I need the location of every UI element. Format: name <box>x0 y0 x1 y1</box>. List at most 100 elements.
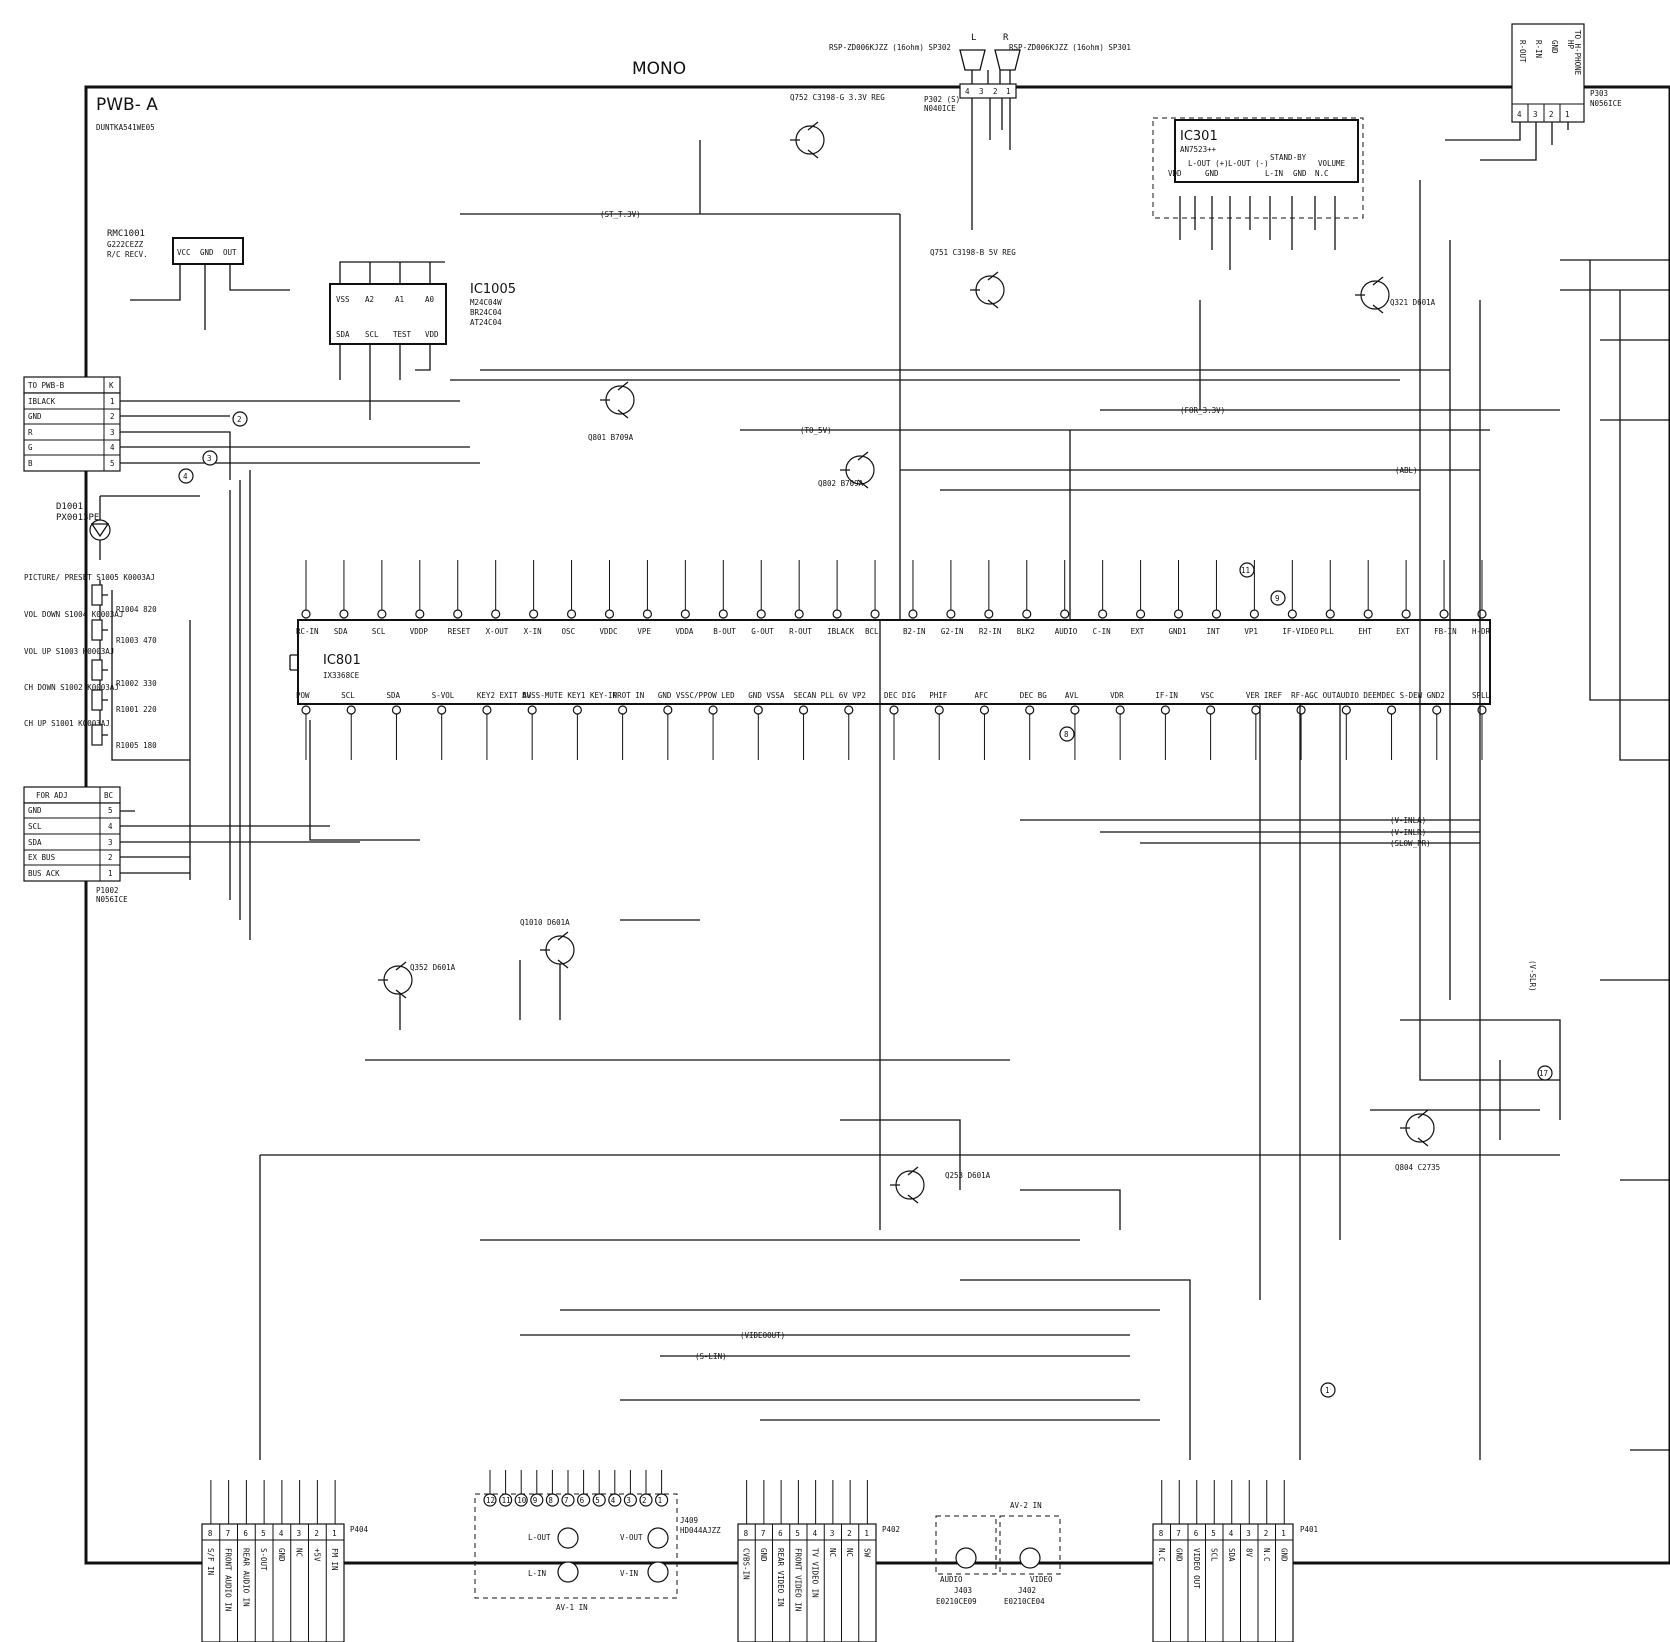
circle-markers: 1 2 3 4 8 9 11 17 <box>178 411 1553 1398</box>
net-abl: (ABL) <box>1395 466 1418 475</box>
ic801-bottom-pin-label: VDR <box>1110 691 1124 700</box>
adj-row-4-n: 2 <box>108 853 113 862</box>
key-4: CH DOWN S1002 K0003AJ <box>24 683 119 692</box>
ic801-bottom-pin-label: VSC <box>1201 691 1215 700</box>
adj-row-1-n: 5 <box>108 806 113 815</box>
ic801-bottom-pin-label: IF-IN <box>1155 691 1178 700</box>
ic801-bottom-pin-label: AUDIO DEEM <box>1336 691 1382 700</box>
av-pin-number: 4 <box>611 1496 616 1505</box>
ic801-top-pin <box>301 609 311 619</box>
adj-row-2-n: 4 <box>108 822 113 831</box>
p401-pin-number: 7 <box>1176 1529 1181 1538</box>
p401-pin-number: 5 <box>1211 1529 1216 1538</box>
p402-pin-label: NC <box>845 1548 854 1557</box>
ic801-top-pin-label: FB-IN <box>1434 627 1457 636</box>
p404-pin-label: S-OUT <box>259 1548 268 1571</box>
ic801-bottom-pin-label: KEY1 KEY-IN <box>567 691 617 700</box>
key-switches: PICTURE/ PRESET S1005 K0003AJ R1004 820 … <box>24 573 190 761</box>
ic801-top-pin-label: GND1 <box>1169 627 1187 636</box>
ic801-bottom-pin-label: GND2 <box>1427 691 1445 700</box>
ic801-top-pin-label: IF-VIDEO <box>1282 627 1319 636</box>
speaker-left-label: L <box>971 33 976 43</box>
ic801-bottom-pin <box>1115 705 1125 715</box>
p401-pin-number: 8 <box>1159 1529 1164 1538</box>
hphone-conn-part: N056ICE <box>1590 99 1622 108</box>
ic801-top-pin-label: VDDC <box>599 627 617 636</box>
adj-row-1: GND <box>28 806 42 815</box>
ic801-top-pin-label: EHT <box>1358 627 1372 636</box>
q352-label: Q352 D601A <box>410 963 456 972</box>
ic801-top-pin <box>491 609 501 619</box>
pwb-b-row-1: IBLACK <box>28 397 56 406</box>
ic1005-pin-vss: VSS <box>336 295 350 304</box>
ic801-top-pin <box>680 609 690 619</box>
transistor-q804: Q804 C2735 <box>1395 1109 1440 1172</box>
key-4-r: R1001 220 <box>116 705 157 714</box>
ic801-bottom-pin-label: POW LED <box>703 691 735 700</box>
ic801-top-pin <box>870 609 880 619</box>
marker-1: 1 <box>1325 1386 1330 1395</box>
p404-pin-number: 7 <box>226 1529 231 1538</box>
p402-pin-label: REAR VIDEO IN <box>776 1548 785 1607</box>
ic801-top-pin <box>1287 609 1297 619</box>
p401-pin-label: GND <box>1279 1548 1288 1562</box>
av-pin-number: 6 <box>580 1496 585 1505</box>
ic801-bottom-pin <box>618 705 628 715</box>
jack-l-out <box>557 1527 579 1549</box>
speaker-conn-part: N040ICE <box>924 104 956 113</box>
ic301-pin-standby: STAND-BY <box>1270 153 1307 162</box>
ic801-top-pin <box>566 609 577 619</box>
q804-label: Q804 C2735 <box>1395 1163 1440 1172</box>
p404-pin-label: +5V <box>312 1548 321 1562</box>
ic801-bottom-pin <box>663 705 673 715</box>
ic801-bottom-pin-label: PROT IN <box>613 691 645 700</box>
ic801-top-pin <box>1363 609 1373 619</box>
key-3-r: R1002 330 <box>116 679 157 688</box>
pwb-b-row-3-n: 3 <box>110 428 115 437</box>
av-jack-4: V-IN <box>620 1569 638 1578</box>
j403-name: AUDIO <box>940 1575 963 1584</box>
ic801-bottom-pin <box>844 705 854 715</box>
pwb-b-row-1-n: 1 <box>110 397 115 406</box>
key-5-r: R1005 180 <box>116 741 157 750</box>
p402-pin-number: 5 <box>795 1529 800 1538</box>
j403-ref: J403 <box>954 1586 972 1595</box>
ic801-bottom-pin <box>753 705 763 715</box>
av-pin-number: 11 <box>502 1496 511 1505</box>
ic801-top-pin-label: B2-IN <box>903 627 926 636</box>
speaker-left-part: RSP-ZD006KJZZ (16ohm) SP302 <box>829 43 951 52</box>
ic301-pin-gnd: GND <box>1205 169 1219 178</box>
ic801-top-pin <box>1060 609 1070 619</box>
p404-pin-number: 4 <box>279 1529 284 1538</box>
pwb-b-row-5-n: 5 <box>110 459 115 468</box>
title-mono: MONO <box>632 59 686 79</box>
adj-col: BC <box>104 791 113 800</box>
p401-pin-label: N.C <box>1262 1548 1271 1562</box>
hphone-num-4: 1 <box>1565 110 1570 119</box>
key-2-r: R1003 470 <box>116 636 157 645</box>
p401-pin-label: 8V <box>1244 1548 1253 1558</box>
ic801-bottom-pin <box>708 705 718 715</box>
ic801-bottom-pin-label: GND VSSC/P <box>658 691 704 700</box>
ic801-top-pin <box>984 609 994 619</box>
ic801-bottom-pin-label: SCL <box>341 691 355 700</box>
ic801-top-pin <box>794 609 804 619</box>
q751-label: Q751 C3198-B 5V REG <box>930 248 1016 257</box>
jack-l-in <box>557 1561 579 1583</box>
net-videoout: (VIDEOOUT) <box>740 1331 785 1340</box>
ic801-top-pin <box>1401 609 1411 619</box>
p404-pin-label: FRONT AUDIO IN <box>224 1548 233 1611</box>
transistor-q253: Q253 D601A <box>890 1166 991 1204</box>
bus-wiring <box>189 140 1670 1460</box>
ic801-top-pin <box>529 609 539 619</box>
adj-row-5: BUS ACK <box>28 869 60 878</box>
ic801-bottom-pin-label: DEC S-DEW <box>1382 691 1423 700</box>
ic801-top-pin-label: G2-IN <box>941 627 964 636</box>
q253-label: Q253 D601A <box>945 1171 991 1180</box>
p404-ref: P404 <box>350 1525 369 1534</box>
rmc-pin-gnd: GND <box>200 248 214 257</box>
